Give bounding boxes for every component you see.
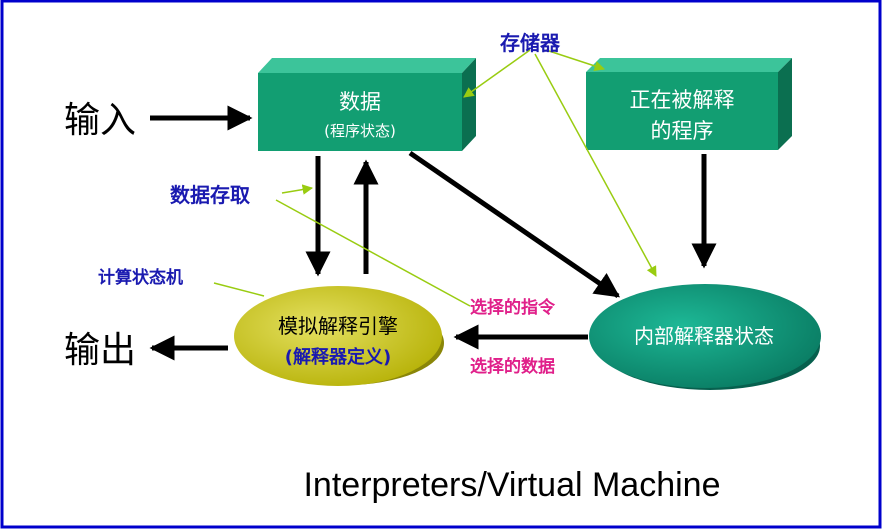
engine-title: 模拟解释引擎 [278, 314, 398, 338]
annotation-storage: 存储器 [500, 31, 561, 55]
data-box-subtitle: (程序状态) [324, 122, 396, 140]
pointer-access-instruction [275, 199, 471, 307]
pointer-storage-data [463, 49, 531, 98]
engine-subtitle: (解释器定义) [285, 346, 391, 368]
pointer-storage-state [534, 53, 657, 277]
data-box: 数据 (程序状态) [258, 58, 476, 151]
state-label: 内部解释器状态 [634, 324, 774, 348]
program-box: 正在被解释 的程序 [586, 58, 792, 150]
program-box-line2: 的程序 [651, 119, 714, 143]
annotation-selected-data: 选择的数据 [470, 356, 555, 377]
pointer-access-data [281, 184, 314, 195]
arrow-data-to-state [408, 150, 621, 299]
input-label: 输入 [64, 100, 136, 141]
caption: Interpreters/Virtual Machine [303, 466, 720, 504]
program-box-line1: 正在被解释 [630, 88, 735, 112]
annotation-data-access: 数据存取 [170, 183, 250, 207]
flow-arrows [149, 105, 717, 361]
annotation-pointers [213, 49, 657, 307]
state-ellipse: 内部解释器状态 [589, 284, 821, 390]
data-box-title: 数据 [339, 90, 381, 114]
pointer-machine-engine [213, 282, 265, 297]
annotation-selected-instruction: 选择的指令 [470, 297, 556, 318]
pointer-storage-program [545, 49, 605, 72]
engine-ellipse: 模拟解释引擎 (解释器定义) [234, 286, 444, 386]
output-label: 输出 [64, 330, 136, 371]
annotation-state-machine: 计算状态机 [98, 267, 183, 288]
